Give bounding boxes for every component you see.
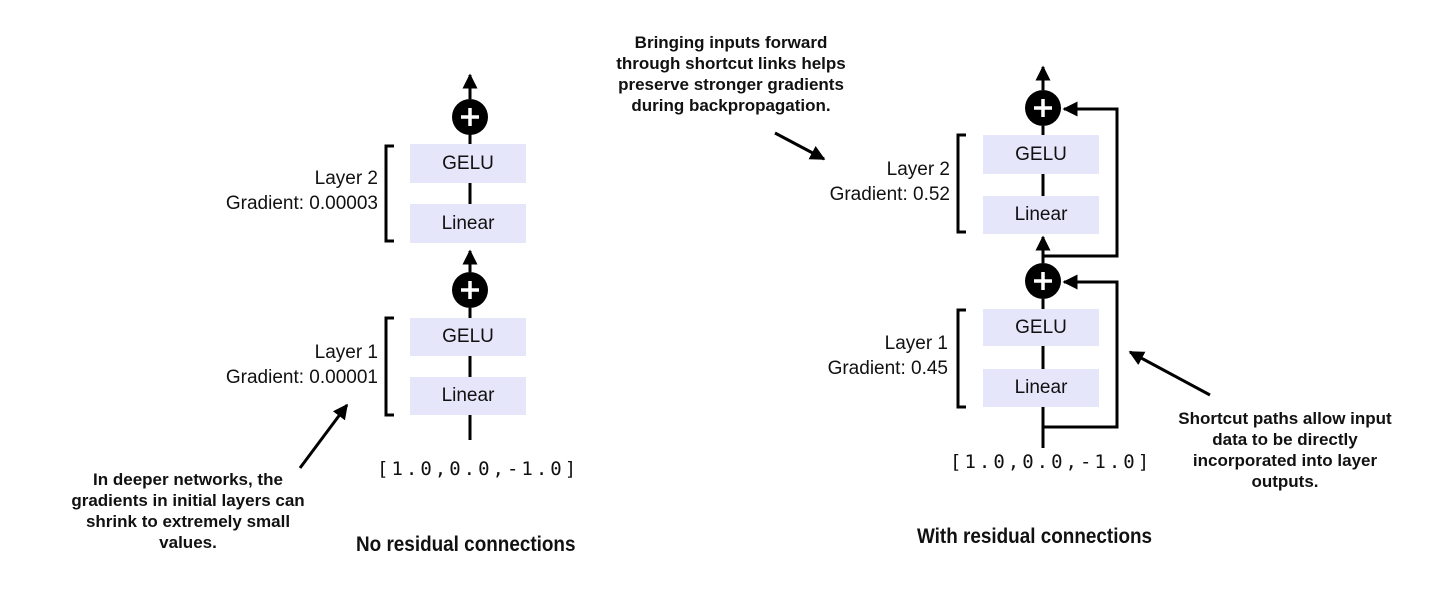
right-layer1-linear-box: Linear xyxy=(983,369,1099,407)
right-layer2-bracket xyxy=(956,133,966,234)
left-layer2-linear-box: Linear xyxy=(410,204,526,243)
note-line: shrink to extremely small xyxy=(85,512,291,531)
layer-name: Layer 2 xyxy=(314,168,378,189)
note-line: values. xyxy=(159,533,217,552)
layer-name: Layer 2 xyxy=(886,159,950,180)
right-side-note: Shortcut paths allow input data to be di… xyxy=(1145,408,1425,492)
left-layer1-linear-box: Linear xyxy=(410,377,526,415)
right-title: With residual connections xyxy=(917,525,1153,548)
left-add-node-top xyxy=(452,99,488,135)
layer-gradient: Gradient: 0.00001 xyxy=(225,367,378,388)
note-line: preserve stronger gradients xyxy=(618,75,844,94)
left-layer2-gelu-box: GELU xyxy=(410,144,526,183)
right-layer2-gelu-box: GELU xyxy=(983,135,1099,174)
layer-gradient: Gradient: 0.45 xyxy=(827,358,948,379)
note-line: Bringing inputs forward xyxy=(634,33,828,52)
box-label: GELU xyxy=(1015,143,1067,165)
box-label: Linear xyxy=(441,385,495,406)
right-layer1-label: Layer 1 Gradient: 0.45 xyxy=(828,331,948,381)
note-line: Shortcut paths allow input xyxy=(1178,409,1392,428)
right-side-note-arrow xyxy=(1128,350,1211,397)
left-layer1-bracket xyxy=(384,316,394,417)
note-line: gradients in initial layers can xyxy=(71,491,305,510)
note-line: through shortcut links helps xyxy=(616,54,846,73)
layer-gradient: Gradient: 0.52 xyxy=(829,184,950,205)
left-layer1-gelu-box: GELU xyxy=(410,318,526,356)
box-label: GELU xyxy=(442,326,494,347)
box-label: Linear xyxy=(1014,204,1068,225)
left-title: No residual connections xyxy=(356,533,576,556)
note-line: incorporated into layer xyxy=(1192,451,1378,470)
right-layer1-bracket xyxy=(956,308,966,409)
box-label: Linear xyxy=(441,212,495,234)
left-input-vector: [1.0,0.0,-1.0] xyxy=(377,458,580,480)
right-add-node-top xyxy=(1025,90,1061,126)
left-note: In deeper networks, the gradients in ini… xyxy=(38,469,338,553)
box-label: Linear xyxy=(1014,377,1068,398)
note-line: during backpropagation. xyxy=(631,96,831,115)
note-line: outputs. xyxy=(1251,472,1319,491)
right-input-vector: [1.0,0.0,-1.0] xyxy=(950,451,1153,473)
right-add-node-mid xyxy=(1025,263,1061,299)
right-shortcut-2 xyxy=(1043,101,1119,258)
right-shortcut-1 xyxy=(1043,274,1119,429)
right-top-note-arrow xyxy=(774,131,826,161)
left-layer2-label: Layer 2 Gradient: 0.00003 xyxy=(226,166,378,216)
note-line: data to be directly xyxy=(1212,430,1358,449)
right-top-note: Bringing inputs forward through shortcut… xyxy=(586,32,876,116)
layer-name: Layer 1 xyxy=(884,333,948,354)
note-line: In deeper networks, the xyxy=(93,470,283,489)
box-label: GELU xyxy=(1015,316,1067,338)
layer-name: Layer 1 xyxy=(314,342,378,363)
left-layer1-label: Layer 1 Gradient: 0.00001 xyxy=(226,340,378,390)
layer-gradient: Gradient: 0.00003 xyxy=(225,193,378,214)
right-layer1-gelu-box: GELU xyxy=(983,309,1099,346)
right-layer2-label: Layer 2 Gradient: 0.52 xyxy=(830,157,950,207)
box-label: GELU xyxy=(442,152,494,174)
right-layer2-linear-box: Linear xyxy=(983,196,1099,234)
left-note-arrow xyxy=(298,403,349,469)
left-layer2-bracket xyxy=(384,144,394,243)
left-add-node-mid xyxy=(452,272,488,308)
